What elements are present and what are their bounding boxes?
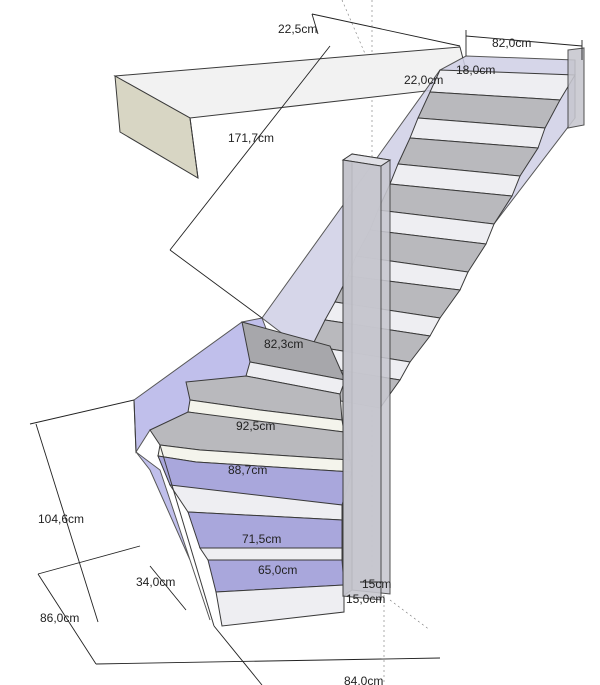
dim-lower-height: 104,6cm <box>38 512 84 526</box>
dim-bottom-step-offset: 34,0cm <box>136 575 175 589</box>
dim-riser-depth-top: 22,5cm <box>278 22 317 36</box>
dim-stair-width-top: 82,0cm <box>492 36 531 50</box>
dim-post-size: 15,0cm <box>346 592 385 606</box>
dim-winder-3: 71,5cm <box>242 532 281 546</box>
dim-tread-depth: 22,0cm <box>404 73 443 87</box>
dim-landing-width: 82,3cm <box>264 337 303 351</box>
dim-bottom-width: 84,0cm <box>344 674 383 685</box>
dim-winder-1: 92,5cm <box>236 419 275 433</box>
newel-post <box>341 153 392 601</box>
dim-riser-height: 18,0cm <box>456 63 495 77</box>
dim-beam-to-landing: 171,7cm <box>228 131 274 145</box>
dimension-labels: 22,5cm 82,0cm 22,0cm 18,0cm 171,7cm 82,3… <box>38 22 531 685</box>
winder-section <box>133 317 353 627</box>
dim-winder-4: 65,0cm <box>258 563 297 577</box>
dim-bottom-run: 86,0cm <box>40 611 79 625</box>
dimension-lines <box>29 13 583 685</box>
dim-winder-2: 88,7cm <box>228 463 267 477</box>
dim-post-small: 15cm <box>362 577 391 591</box>
